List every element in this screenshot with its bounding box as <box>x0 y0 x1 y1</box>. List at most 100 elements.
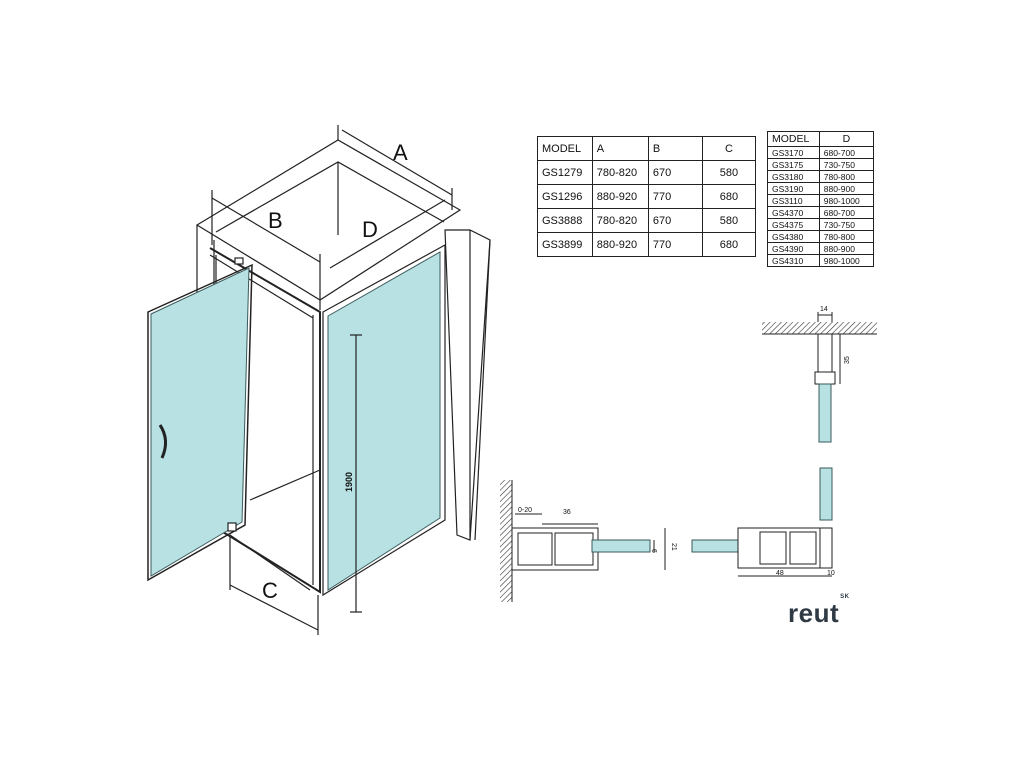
side-glass-panel <box>322 243 446 597</box>
dim-left-range: 0-20 <box>518 507 532 514</box>
dim-c-line <box>229 584 319 631</box>
wall-profile-section <box>500 480 666 602</box>
top-profile <box>817 333 833 373</box>
wall-glass-strip <box>591 539 651 553</box>
table-cell: 880-920 <box>591 184 649 209</box>
dim-b-line <box>211 197 321 263</box>
table-cell: 730-750 <box>818 158 875 171</box>
table-cell: GS4370 <box>767 206 820 219</box>
label-a: A <box>393 140 408 165</box>
table-cell: GS3899 <box>537 232 593 257</box>
dim-d-line <box>329 199 446 269</box>
dim-profile-height: 21 <box>670 543 677 551</box>
shower-3d-view <box>147 125 491 635</box>
table-cell: 680-700 <box>818 206 875 219</box>
table-cell: 780-800 <box>818 170 875 183</box>
table-cell: MODEL <box>767 131 820 147</box>
table-cell: 580 <box>701 160 757 185</box>
table-cell: 780-820 <box>591 160 649 185</box>
glass-end-detail <box>819 467 833 521</box>
table-cell: 770 <box>647 232 703 257</box>
table-cell: GS3888 <box>537 208 593 233</box>
table-cell: GS4380 <box>767 230 820 243</box>
right-wall <box>444 229 491 541</box>
table-cell: GS4310 <box>767 254 820 267</box>
wall-hatch <box>500 480 512 602</box>
table-cell: B <box>647 136 703 161</box>
table-cell: GS1279 <box>537 160 593 185</box>
table-cell: C <box>701 136 757 161</box>
table-cell: D <box>818 131 875 147</box>
table-cell: A <box>591 136 649 161</box>
brand-name: reut <box>788 598 840 628</box>
table-cell: GS4390 <box>767 242 820 255</box>
table-cell: GS3180 <box>767 170 820 183</box>
label-height: 1900 <box>344 472 354 492</box>
label-d: D <box>362 217 378 242</box>
dim-right-width: 48 <box>776 570 784 577</box>
door-glass-strip <box>691 539 745 553</box>
side-glass-fill <box>327 251 441 591</box>
table-cell: 580 <box>701 208 757 233</box>
dim-top-width: 14 <box>820 306 828 313</box>
dim-a-line <box>341 129 453 196</box>
table-cell: 880-920 <box>591 232 649 257</box>
label-b: B <box>268 208 283 233</box>
table-cell: GS3110 <box>767 194 820 207</box>
ceiling-hatch <box>762 322 877 334</box>
table-cell: 670 <box>647 208 703 233</box>
table-cell: MODEL <box>537 136 593 161</box>
table-cell: GS3170 <box>767 146 820 159</box>
table-cell: 780-800 <box>818 230 875 243</box>
dim-right-small: 10 <box>827 570 835 577</box>
table-cell: 730-750 <box>818 218 875 231</box>
ceiling-outline <box>195 139 462 301</box>
table-cell: GS1296 <box>537 184 593 209</box>
table-cell: 980-1000 <box>818 194 875 207</box>
brand-suffix: SK <box>840 594 850 601</box>
door-handle-icon <box>158 424 167 459</box>
top-profile-detail <box>762 312 877 443</box>
table-cell: GS4375 <box>767 218 820 231</box>
table-cell: 780-820 <box>591 208 649 233</box>
door-glass-panel <box>147 263 253 582</box>
door-top-rail <box>209 254 314 319</box>
table-cell: 680-700 <box>818 146 875 159</box>
right-wall-front <box>474 239 491 541</box>
dim-glass-thickness: 6 <box>650 549 657 553</box>
label-c: C <box>262 578 278 603</box>
table-cell: 680 <box>701 184 757 209</box>
brand-logo: reutSK <box>788 594 849 629</box>
table-cell: 680 <box>701 232 757 257</box>
table-cell: 880-900 <box>818 182 875 195</box>
dim-top-height: 35 <box>844 356 851 364</box>
door-closing-section <box>691 527 833 577</box>
hinge-top-icon <box>234 257 244 265</box>
table-cell: 980-1000 <box>818 254 875 267</box>
hinge-bottom-icon <box>227 522 237 532</box>
floor-line <box>249 469 321 501</box>
top-glass-strip <box>818 383 832 443</box>
table-cell: 880-900 <box>818 242 875 255</box>
table-cell: GS3190 <box>767 182 820 195</box>
